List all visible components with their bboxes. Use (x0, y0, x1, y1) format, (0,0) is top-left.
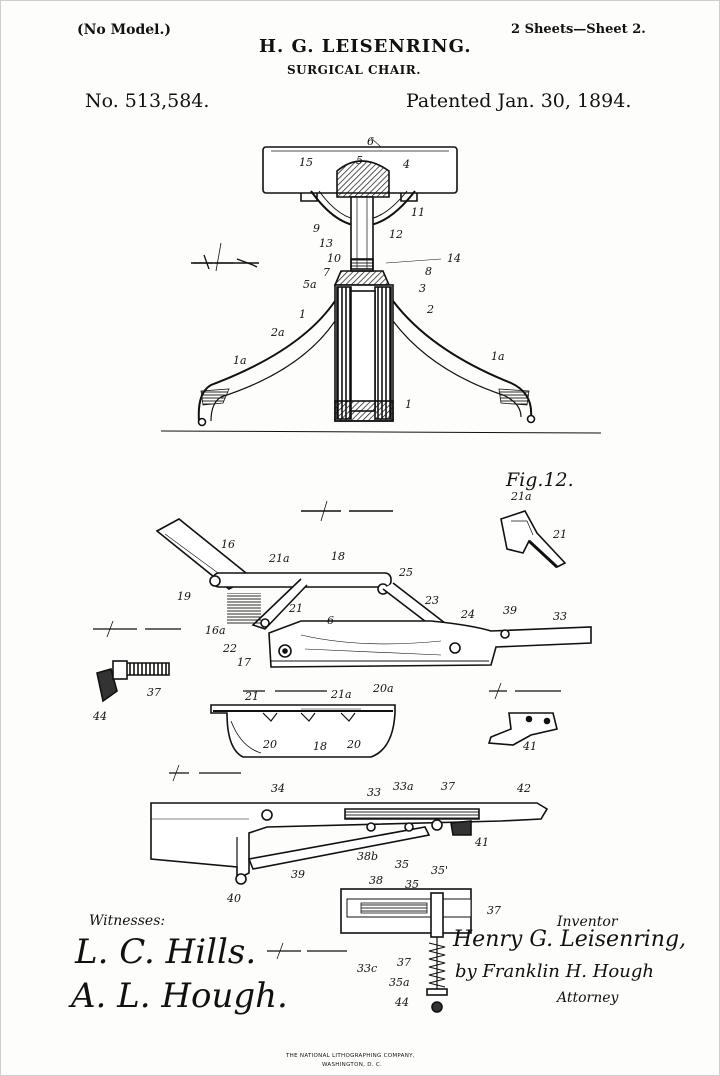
ref-label: 21a (269, 552, 290, 565)
ref-label: 13 (319, 237, 333, 250)
witness-signature-2: A. L. Hough. (71, 976, 288, 1016)
ref-label: 4 (403, 158, 410, 171)
ref-label: 21 (245, 690, 259, 703)
ref-label: 35' (431, 864, 449, 877)
ref-label: 3 (419, 282, 426, 295)
ref-label: 34 (271, 782, 285, 795)
ref-label: 18 (331, 550, 345, 563)
ref-label: 1a (233, 354, 247, 367)
ref-label: 33c (357, 962, 378, 975)
ref-label: 25 (399, 566, 413, 579)
fig-9 (93, 620, 181, 703)
ref-label: 44 (93, 710, 107, 723)
ref-label: 20a (373, 682, 394, 695)
witnesses-label: Witnesses: (89, 913, 166, 929)
ref-label: 33 (367, 786, 381, 799)
patent-title: SURGICAL CHAIR. (287, 63, 421, 77)
ref-label: 42 (517, 782, 531, 795)
ref-label: 38b (357, 850, 379, 863)
ref-label: 1 (299, 308, 306, 321)
fig-12 (500, 510, 567, 569)
ref-label: 16a (205, 624, 226, 637)
patent-date: Patented Jan. 30, 1894. (406, 90, 632, 112)
printer-city: WASHINGTON, D. C. (322, 1062, 383, 1068)
ref-label: 23 (425, 594, 439, 607)
ref-label: 39 (503, 604, 517, 617)
ref-label: 37 (441, 780, 455, 793)
ref-label: 21a (331, 688, 352, 701)
ref-label: 12 (389, 228, 403, 241)
ref-label: 41 (475, 836, 489, 849)
ref-label: 35a (389, 976, 410, 989)
fig2-label (193, 242, 258, 272)
inventor-name: H. G. LEISENRING. (259, 36, 472, 57)
ref-label: 5 (356, 154, 363, 167)
fig-stool (160, 137, 602, 434)
ref-label: 6 (327, 614, 334, 627)
ref-label: 17 (237, 656, 251, 669)
ref-label: 6 (367, 135, 374, 148)
fig-5 (210, 690, 396, 758)
inventor-signature: Henry G. Leisenring, (453, 927, 687, 952)
ref-label: 1 (405, 398, 412, 411)
ref-label: 9 (313, 222, 320, 235)
ref-label: 2 (427, 303, 434, 316)
ref-label: 21 (553, 528, 567, 541)
ref-label: 8 (425, 265, 432, 278)
ref-label: 37 (147, 686, 161, 699)
ref-label: 11 (411, 206, 425, 219)
ref-label: 21 (289, 602, 303, 615)
sheet-count: 2 Sheets—Sheet 2. (511, 22, 646, 37)
ref-label: 24 (461, 608, 475, 621)
ref-label: 44 (395, 996, 409, 1009)
fig-8 (267, 888, 472, 1013)
ref-label: 37 (487, 904, 501, 917)
patent-number: No. 513,584. (85, 90, 210, 112)
inventor-label: Inventor (557, 914, 618, 930)
ref-label: 18 (313, 740, 327, 753)
ref-label: 2a (271, 326, 285, 339)
ref-label: 37 (397, 956, 411, 969)
ref-label: 38 (369, 874, 383, 887)
ref-label: 19 (177, 590, 191, 603)
ref-label: 41 (523, 740, 537, 753)
fig-4 (155, 500, 592, 668)
ref-label: 33a (393, 780, 414, 793)
model-note: (No Model.) (77, 22, 171, 38)
ref-label: 35 (395, 858, 409, 871)
fig-7 (150, 764, 549, 885)
ref-label: 35 (405, 878, 419, 891)
fig-10 (487, 682, 561, 746)
ref-label: 20 (263, 738, 277, 751)
ref-label: 39 (291, 868, 305, 881)
ref-label: 16 (221, 538, 235, 551)
ref-label: 22 (223, 642, 237, 655)
ref-label: 21a (511, 490, 532, 503)
ref-label: 15 (299, 156, 313, 169)
ref-label: 10 (327, 252, 341, 265)
ref-label: 1a (491, 350, 505, 363)
ref-label: 20 (347, 738, 361, 751)
witness-signature-1: L. C. Hills. (75, 932, 257, 972)
attorney-label: Attorney (557, 990, 619, 1006)
ref-label: 33 (553, 610, 567, 623)
attorney-signature: by Franklin H. Hough (455, 961, 654, 982)
ref-label: 40 (227, 892, 241, 905)
printer-line: THE NATIONAL LITHOGRAPHING COMPANY, (286, 1053, 415, 1059)
fig12-label: Fig.12. (506, 469, 574, 491)
ref-label: 5a (303, 278, 317, 291)
ref-label: 14 (447, 252, 461, 265)
ref-label: 7 (323, 266, 330, 279)
